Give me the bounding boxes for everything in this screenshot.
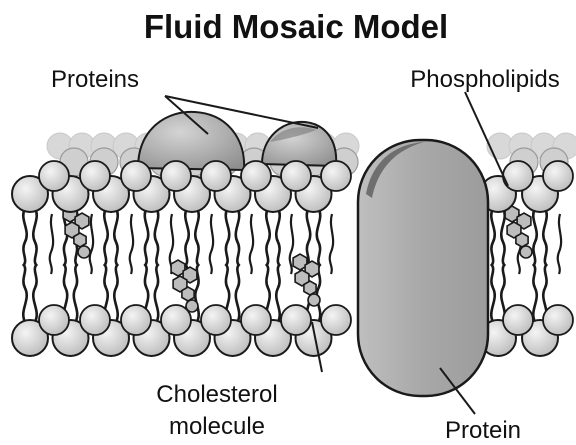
cholesterol-ring: [74, 233, 86, 247]
lipid-tail: [276, 208, 280, 266]
cholesterol-tail: [308, 294, 320, 306]
lipid-tail: [226, 208, 230, 266]
peripheral-protein-left: [138, 112, 244, 170]
lipid-tail: [236, 264, 240, 322]
lipid-tail: [266, 208, 270, 266]
phospholipid-head: [121, 305, 151, 335]
phospholipid-head: [241, 161, 271, 191]
diagram-title: Fluid Mosaic Model: [144, 8, 448, 45]
lipid-tail: [276, 264, 280, 322]
lipid-tail: [90, 214, 93, 274]
phospholipid-head: [121, 161, 151, 191]
lipid-tail: [114, 264, 118, 322]
lipid-tail: [185, 208, 189, 266]
lipid-tail: [130, 214, 133, 274]
lipid-tail: [155, 264, 159, 322]
cholesterol-molecule: [293, 254, 320, 306]
cholesterol-ring: [516, 233, 528, 247]
label-cholesterol-line2: molecule: [169, 413, 265, 440]
phospholipid-head: [503, 305, 533, 335]
lipid-tail: [195, 208, 199, 266]
label-protein: Protein: [445, 417, 521, 444]
label-proteins: Proteins: [51, 66, 139, 93]
lipid-tail: [210, 214, 213, 274]
label-phospholipids: Phospholipids: [410, 66, 559, 93]
phospholipid-head: [321, 305, 351, 335]
lipid-tail: [114, 208, 118, 266]
cholesterol-ring: [304, 281, 316, 295]
phospholipid-head: [281, 305, 311, 335]
phospholipid-head: [543, 161, 573, 191]
phospholipid-head: [80, 161, 110, 191]
lipid-tail: [533, 264, 537, 322]
lipid-tail: [74, 264, 78, 322]
cholesterol-tail: [78, 246, 90, 258]
phospholipid-head: [321, 161, 351, 191]
lipid-tail: [23, 208, 27, 266]
lipid-tail: [330, 214, 333, 274]
phospholipid-head: [39, 161, 69, 191]
phospholipid-head: [543, 305, 573, 335]
lipid-tail: [491, 264, 495, 322]
phospholipid-head: [161, 305, 191, 335]
lipid-tail: [155, 208, 159, 266]
lipid-tail: [317, 208, 321, 266]
lipid-tail: [558, 214, 561, 274]
lipid-tail: [33, 264, 37, 322]
lipid-tail: [543, 208, 547, 266]
lipid-tail: [23, 264, 27, 322]
lipid-tail: [533, 208, 537, 266]
phospholipid-head: [201, 305, 231, 335]
phospholipid-head: [161, 161, 191, 191]
lipid-tail: [50, 214, 53, 274]
lipid-tail: [33, 208, 37, 266]
phospholipid-head: [281, 161, 311, 191]
phospholipid-head: [503, 161, 533, 191]
lipid-tail: [491, 208, 495, 266]
lipid-tail: [145, 208, 149, 266]
cholesterol-tail: [520, 246, 532, 258]
integral-protein: [358, 140, 488, 396]
lipid-tail: [104, 208, 108, 266]
label-cholesterol-line1: Cholesterol: [156, 381, 277, 408]
cholesterol-ring: [182, 287, 194, 301]
phospholipid-head: [39, 305, 69, 335]
lipid-tail: [250, 214, 253, 274]
peripheral-protein-right: [262, 122, 336, 166]
phospholipid-head: [241, 305, 271, 335]
phospholipid-head: [80, 305, 110, 335]
lipid-tail: [236, 208, 240, 266]
phospholipid-head: [201, 161, 231, 191]
